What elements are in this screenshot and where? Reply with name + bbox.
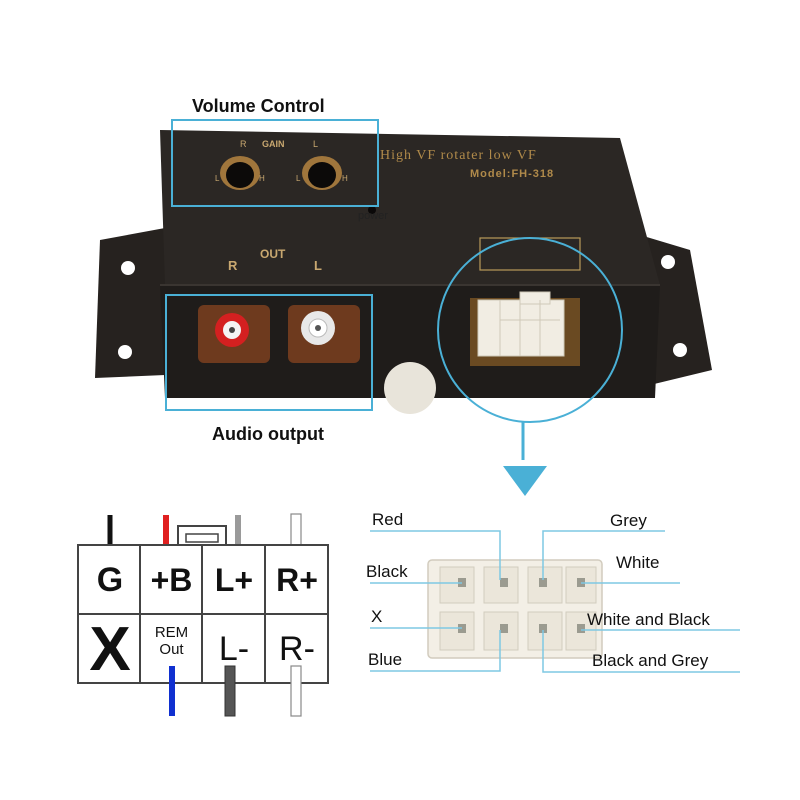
right-gain-knob[interactable] [308,162,336,188]
pin-x: X [89,614,131,684]
connector-pin-6 [500,624,508,633]
wire-label-grey: Grey [610,511,647,530]
connector-pin-4 [577,578,585,587]
pin-plus-b: +B [150,562,193,598]
right-knob-min: L [296,174,301,183]
connector-pin-8 [577,624,585,633]
volume-control-callout-box [171,119,379,207]
qc-sticker [384,362,436,414]
device-top-face [160,130,660,285]
port-zoom-circle [437,237,623,423]
left-gain-knob[interactable] [226,162,254,188]
audio-output-callout-box [165,294,373,411]
audio-output-title: Audio output [212,424,324,444]
pin-l-plus: L+ [214,562,254,598]
left-mounting-flange [95,228,165,378]
wire-label-white: White [616,553,660,572]
right-mount-hole-bottom [673,343,687,357]
wire-label-x: X [371,607,383,626]
power-led [368,206,376,214]
wire-label-red: Red [372,510,404,529]
wire-label-white-and-black: White and Black [587,610,710,629]
power-label: power [358,210,388,222]
power-port-connector[interactable] [477,299,565,357]
volume-control-title: Volume Control [192,96,325,116]
model-text: Model:FH-318 [470,168,555,180]
connector-pin-1 [458,578,466,587]
zoom-arrow-tip [503,466,547,496]
connector-pin-7 [539,624,547,633]
pin-l-minus: L- [218,629,250,668]
pin-r-plus: R+ [276,562,318,598]
gain-label: GAIN [262,139,285,149]
gain-channel-l: L [313,139,319,149]
pin-r-minus: R- [279,629,315,668]
out-r-label: R [228,258,238,273]
wire-label-black: Black [366,562,408,581]
left-knob-min: L [215,174,220,183]
left-mount-hole-bottom [118,345,132,359]
left-knob-max: H [259,174,265,183]
right-knob-max: H [342,174,348,183]
device-illustration [95,119,712,460]
connector-pin-3 [539,578,547,587]
connector-pin-2 [500,578,508,587]
gain-channel-r: R [240,139,247,149]
brand-text: High VF rotater low VF [380,148,537,163]
connector-pin-5 [458,624,466,633]
out-l-label: L [314,258,322,273]
connector-body [427,559,603,659]
pin-rem-out: REM Out [154,624,189,658]
wire-label-blue: Blue [368,650,403,669]
right-mounting-flange [640,235,712,385]
pin-g: G [96,561,124,599]
out-label: OUT [260,247,286,261]
right-mount-hole-top [661,255,675,269]
left-mount-hole-top [121,261,135,275]
wire-label-black-and-grey: Black and Grey [592,651,709,670]
